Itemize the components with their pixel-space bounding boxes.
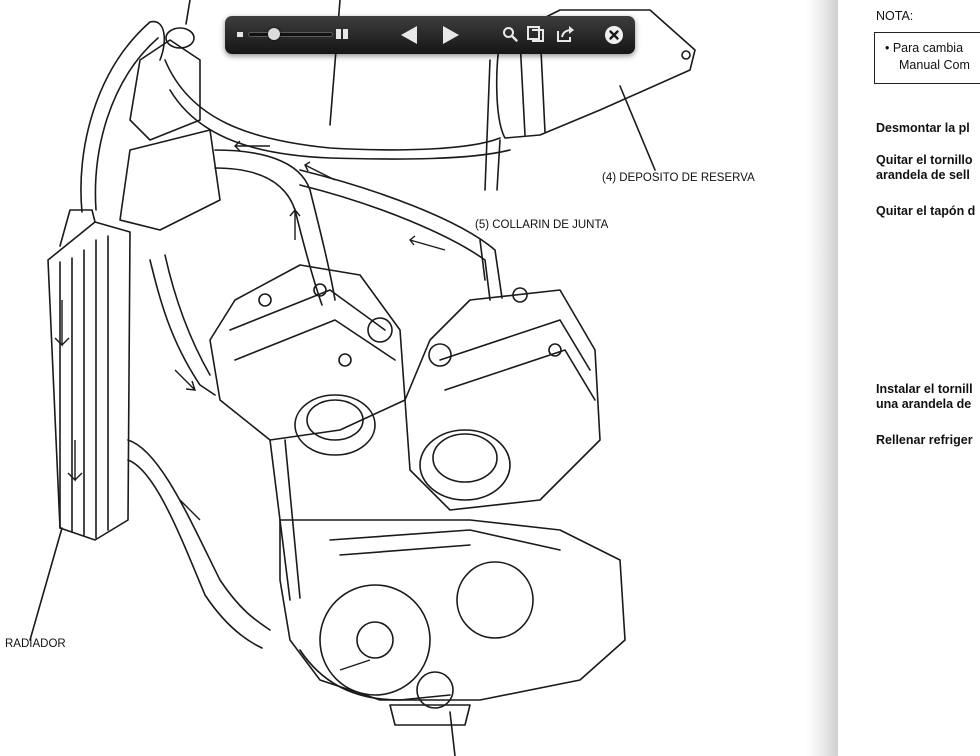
paragraph-instalar-1: Instalar el tornill xyxy=(876,382,973,396)
reservoir-label: (4) DEPOSITO DE RESERVA xyxy=(602,172,755,184)
close-icon[interactable] xyxy=(604,25,624,45)
paragraph-instalar-2: una arandela de xyxy=(876,397,972,411)
search-icon[interactable] xyxy=(502,26,518,42)
engine-cooling-diagram xyxy=(29,0,696,756)
previous-page-icon[interactable] xyxy=(398,24,420,46)
nota-line-2: Manual Com xyxy=(899,58,970,72)
zoom-slider-knob[interactable] xyxy=(267,28,280,40)
zoom-large-icon[interactable] xyxy=(336,29,348,39)
right-page: NOTA: • Para cambia Manual Com Desmontar… xyxy=(838,0,980,756)
nota-line-1: • Para cambia xyxy=(885,41,964,55)
radiator-label: RADIADOR xyxy=(5,638,66,650)
reservoir-outline xyxy=(495,9,696,139)
paragraph-desmontar: Desmontar la pl xyxy=(876,121,970,135)
paragraph-rellenar: Rellenar refriger xyxy=(876,433,973,447)
joint-collar-label: (5) COLLARIN DE JUNTA xyxy=(475,219,609,231)
paragraph-quitar-tornillo-2: arandela de sell xyxy=(876,168,970,182)
nota-title: NOTA: xyxy=(876,9,914,23)
paragraph-quitar-tapon: Quitar el tapón d xyxy=(876,204,976,218)
nota-box: • Para cambia Manual Com xyxy=(874,32,980,84)
zoom-small-icon[interactable] xyxy=(237,32,243,37)
zoom-slider-track[interactable] xyxy=(249,33,332,36)
next-page-icon[interactable] xyxy=(440,24,462,46)
page-gutter xyxy=(806,0,838,756)
paragraph-quitar-tornillo-1: Quitar el tornillo xyxy=(876,153,973,167)
left-page: (4) DEPOSITO DE RESERVA (5) COLLARIN DE … xyxy=(5,0,755,756)
bookmarks-icon[interactable] xyxy=(527,25,545,43)
share-icon[interactable] xyxy=(556,25,576,43)
